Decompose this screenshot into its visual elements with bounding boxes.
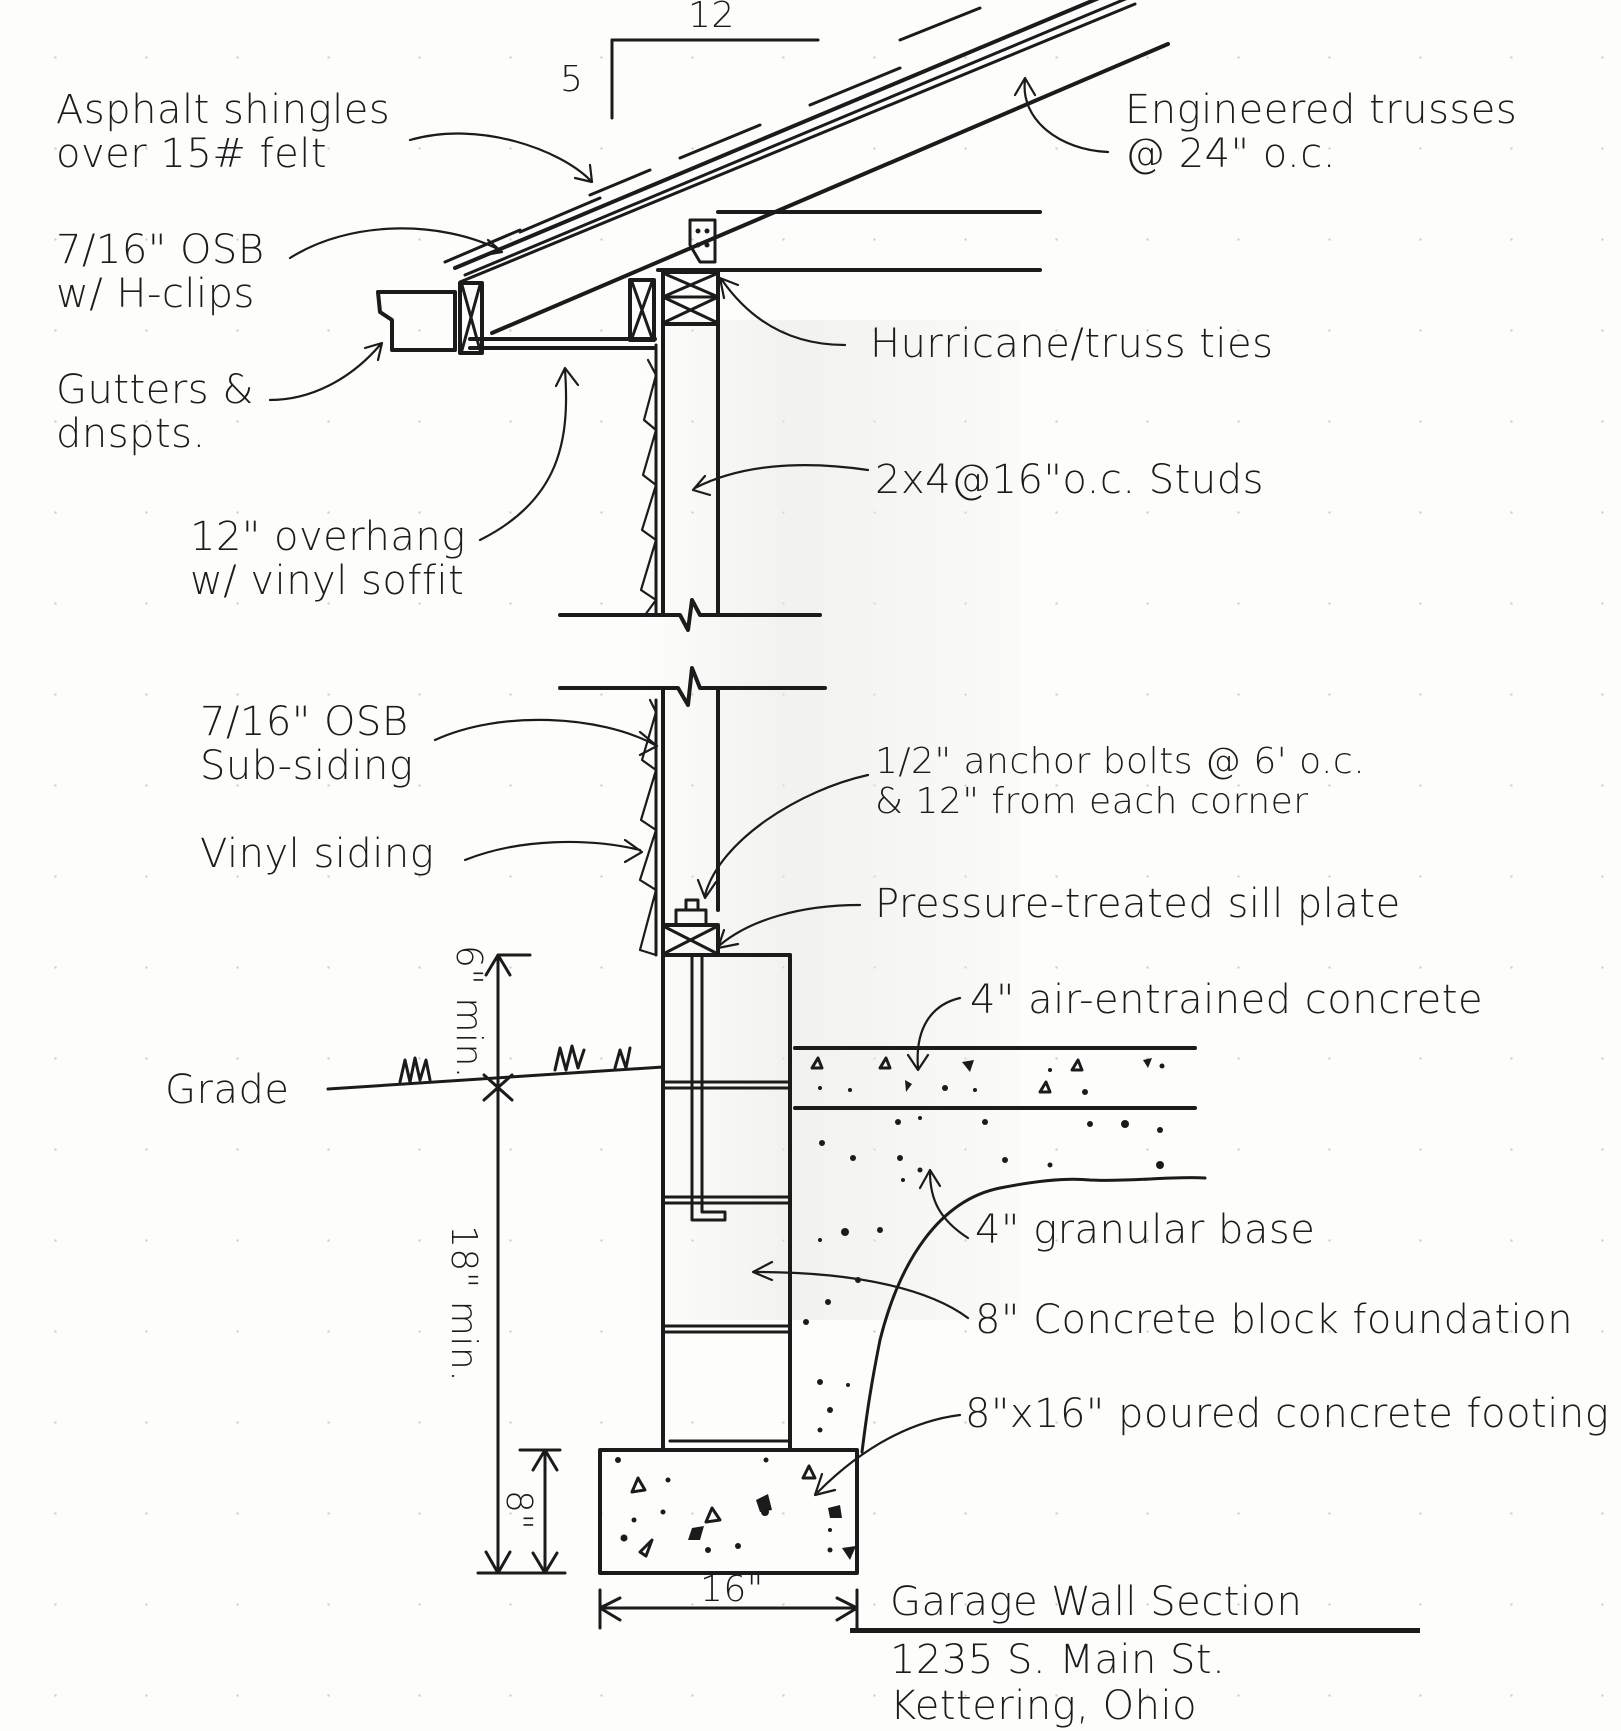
callout-gutters: Gutters & dnspts. <box>56 367 255 457</box>
grade-marker-x <box>482 1066 514 1107</box>
callout-vinyl-siding: Vinyl siding <box>200 831 435 877</box>
shingle-dash <box>678 123 762 160</box>
callout-osb-sub-siding: 7/16" OSB Sub-siding <box>200 699 414 789</box>
shingle-dash <box>898 6 982 42</box>
top-plate <box>661 270 720 326</box>
leader-overhang <box>478 366 580 542</box>
granular-base-edge <box>998 1176 1207 1190</box>
dimension-above-grade <box>484 953 532 1575</box>
fascia-board <box>458 281 484 355</box>
tie-nail <box>695 228 701 234</box>
dimension-below-grade-end <box>476 1550 567 1575</box>
dimension-label-footing-height: 8" <box>498 1490 539 1531</box>
grass-tufts <box>398 1044 632 1084</box>
dimension-label-footing-width: 16" <box>700 1569 764 1610</box>
soffit <box>468 337 657 350</box>
leader-osb-roof <box>288 227 504 260</box>
callout-sill-plate: Pressure-treated sill plate <box>875 881 1401 927</box>
break-line-lower <box>558 666 827 707</box>
anchor-bolt <box>690 953 727 1222</box>
break-line-upper <box>558 598 822 632</box>
granular-base-dots <box>803 1116 1164 1433</box>
wall-upper <box>558 322 822 632</box>
top-plate-x <box>663 272 718 324</box>
footing <box>598 1448 859 1575</box>
leader-slab <box>906 996 962 1072</box>
vinyl-siding-profile <box>639 358 658 617</box>
grade-line-group <box>326 1044 665 1091</box>
roof-pitch-indicator <box>610 38 820 120</box>
callout-block-foundation: 8" Concrete block foundation <box>975 1297 1574 1343</box>
leader-arrows <box>268 76 1110 1497</box>
foundation <box>598 953 859 1575</box>
wall-lower <box>558 666 827 957</box>
leader-shingles <box>408 132 594 184</box>
dimension-footing-height <box>518 1448 562 1575</box>
vinyl-siding-profile-lower <box>638 698 658 957</box>
block-joint <box>661 1195 792 1205</box>
shingle-dash <box>518 196 602 234</box>
soffit-nailer-x <box>630 280 654 340</box>
callout-osb-roof: 7/16" OSB w/ H-clips <box>56 227 265 317</box>
roof-underside-line <box>458 2 1137 284</box>
anchor-bolt-nut <box>674 898 708 927</box>
leader-studs <box>691 464 870 497</box>
roof-assembly <box>376 0 1170 355</box>
dimension-label-below-grade: 18" min. <box>443 1225 484 1383</box>
roof-sheathing-line <box>463 0 1127 277</box>
callout-hurricane-ties: Hurricane/truss ties <box>870 321 1274 367</box>
leader-footing <box>813 1413 962 1497</box>
block-joint <box>661 1080 792 1090</box>
excavation-line <box>860 1186 1002 1454</box>
footing-aggregate <box>615 1457 856 1560</box>
title-block: Garage Wall Section 1235 S. Main St. Ket… <box>850 1579 1430 1728</box>
leader-osb-sub-siding <box>433 718 659 757</box>
shingle-dash <box>588 168 652 197</box>
address-line-2: Kettering, Ohio <box>890 1683 1198 1729</box>
sill-plate-x <box>663 925 718 955</box>
tie-nail <box>695 242 701 248</box>
callout-slab: 4" air-entrained concrete <box>970 977 1484 1023</box>
leader-sill-plate <box>716 903 862 950</box>
truss-bottom-chord <box>490 42 1170 335</box>
dimension-footing-width <box>598 1588 859 1630</box>
gutter <box>376 290 457 352</box>
leader-vinyl-siding <box>463 838 644 864</box>
callout-anchor-bolts: 1/2" anchor bolts @ 6' o.c. & 12" from e… <box>875 741 1366 822</box>
callout-asphalt-shingles: Asphalt shingles over 15# felt <box>56 87 391 177</box>
drawing-title: Garage Wall Section <box>890 1579 1303 1625</box>
leader-anchor-bolts <box>696 773 870 900</box>
grade-line <box>326 1065 665 1091</box>
shingle-dash <box>808 66 902 107</box>
hurricane-tie <box>688 218 717 264</box>
garage-slab <box>793 1046 1207 1454</box>
callout-studs: 2x4@16"o.c. Studs <box>875 457 1264 503</box>
dimension-lines <box>476 953 859 1630</box>
pitch-run-label: 12 <box>688 0 735 36</box>
leader-hurricane-ties <box>718 276 847 347</box>
dimension-label-above-grade: 6" min. <box>448 945 489 1079</box>
tie-nail <box>704 242 710 248</box>
shingle-dash <box>443 228 522 264</box>
callout-overhang: 12" overhang w/ vinyl soffit <box>190 514 466 604</box>
callout-footing: 8"x16" poured concrete footing <box>965 1391 1610 1437</box>
pitch-rise-label: 5 <box>560 59 584 100</box>
address-line-1: 1235 S. Main St. <box>890 1637 1226 1683</box>
roof-top-line <box>453 0 1100 270</box>
leader-gutters <box>268 341 384 402</box>
callout-engineered-trusses: Engineered trusses @ 24" o.c. <box>1125 87 1518 177</box>
title-underline <box>850 1628 1420 1633</box>
block-joint <box>661 1324 792 1334</box>
leader-block-foundation <box>751 1260 970 1320</box>
leader-granular-base <box>918 1168 970 1240</box>
callout-granular-base: 4" granular base <box>975 1207 1316 1253</box>
soffit-nailer <box>628 278 656 342</box>
callout-grade: Grade <box>165 1067 290 1113</box>
leader-trusses <box>1013 76 1110 154</box>
slab-aggregate <box>810 1056 1165 1095</box>
tie-nail <box>704 228 710 234</box>
